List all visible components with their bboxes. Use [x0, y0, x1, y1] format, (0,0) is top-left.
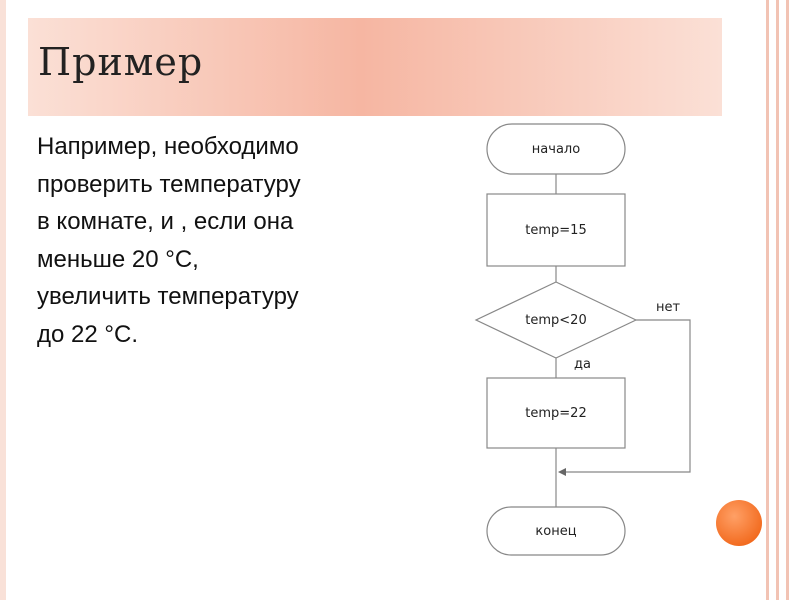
connector-no-branch: [560, 319, 691, 473]
decorative-orange-circle: [716, 500, 762, 546]
yes-branch-label: да: [574, 357, 591, 372]
flowchart: начало temp=15 temp<20 нет да temp=22 ко…: [474, 123, 691, 556]
end-terminator: [486, 506, 626, 556]
no-branch-label: нет: [656, 300, 680, 315]
process-label: temp=22: [525, 406, 586, 421]
start-terminator: [486, 123, 626, 175]
left-edge-decoration: [0, 0, 6, 600]
process-label: temp=15: [525, 223, 586, 238]
decision-label: temp<20: [525, 313, 586, 328]
right-edge-stripe: [776, 0, 779, 600]
title-band: [28, 18, 722, 116]
decision-diamond: [474, 281, 638, 359]
process-box: [486, 377, 626, 449]
arrowhead: [558, 468, 566, 476]
process-box: [486, 193, 626, 267]
end-label: конец: [535, 524, 576, 539]
slide-title: Пример: [38, 40, 204, 84]
right-edge-stripe: [786, 0, 789, 600]
slide-body-text: Например, необходимо проверить температу…: [37, 133, 301, 348]
start-label: начало: [532, 142, 580, 157]
right-edge-stripe: [766, 0, 769, 600]
